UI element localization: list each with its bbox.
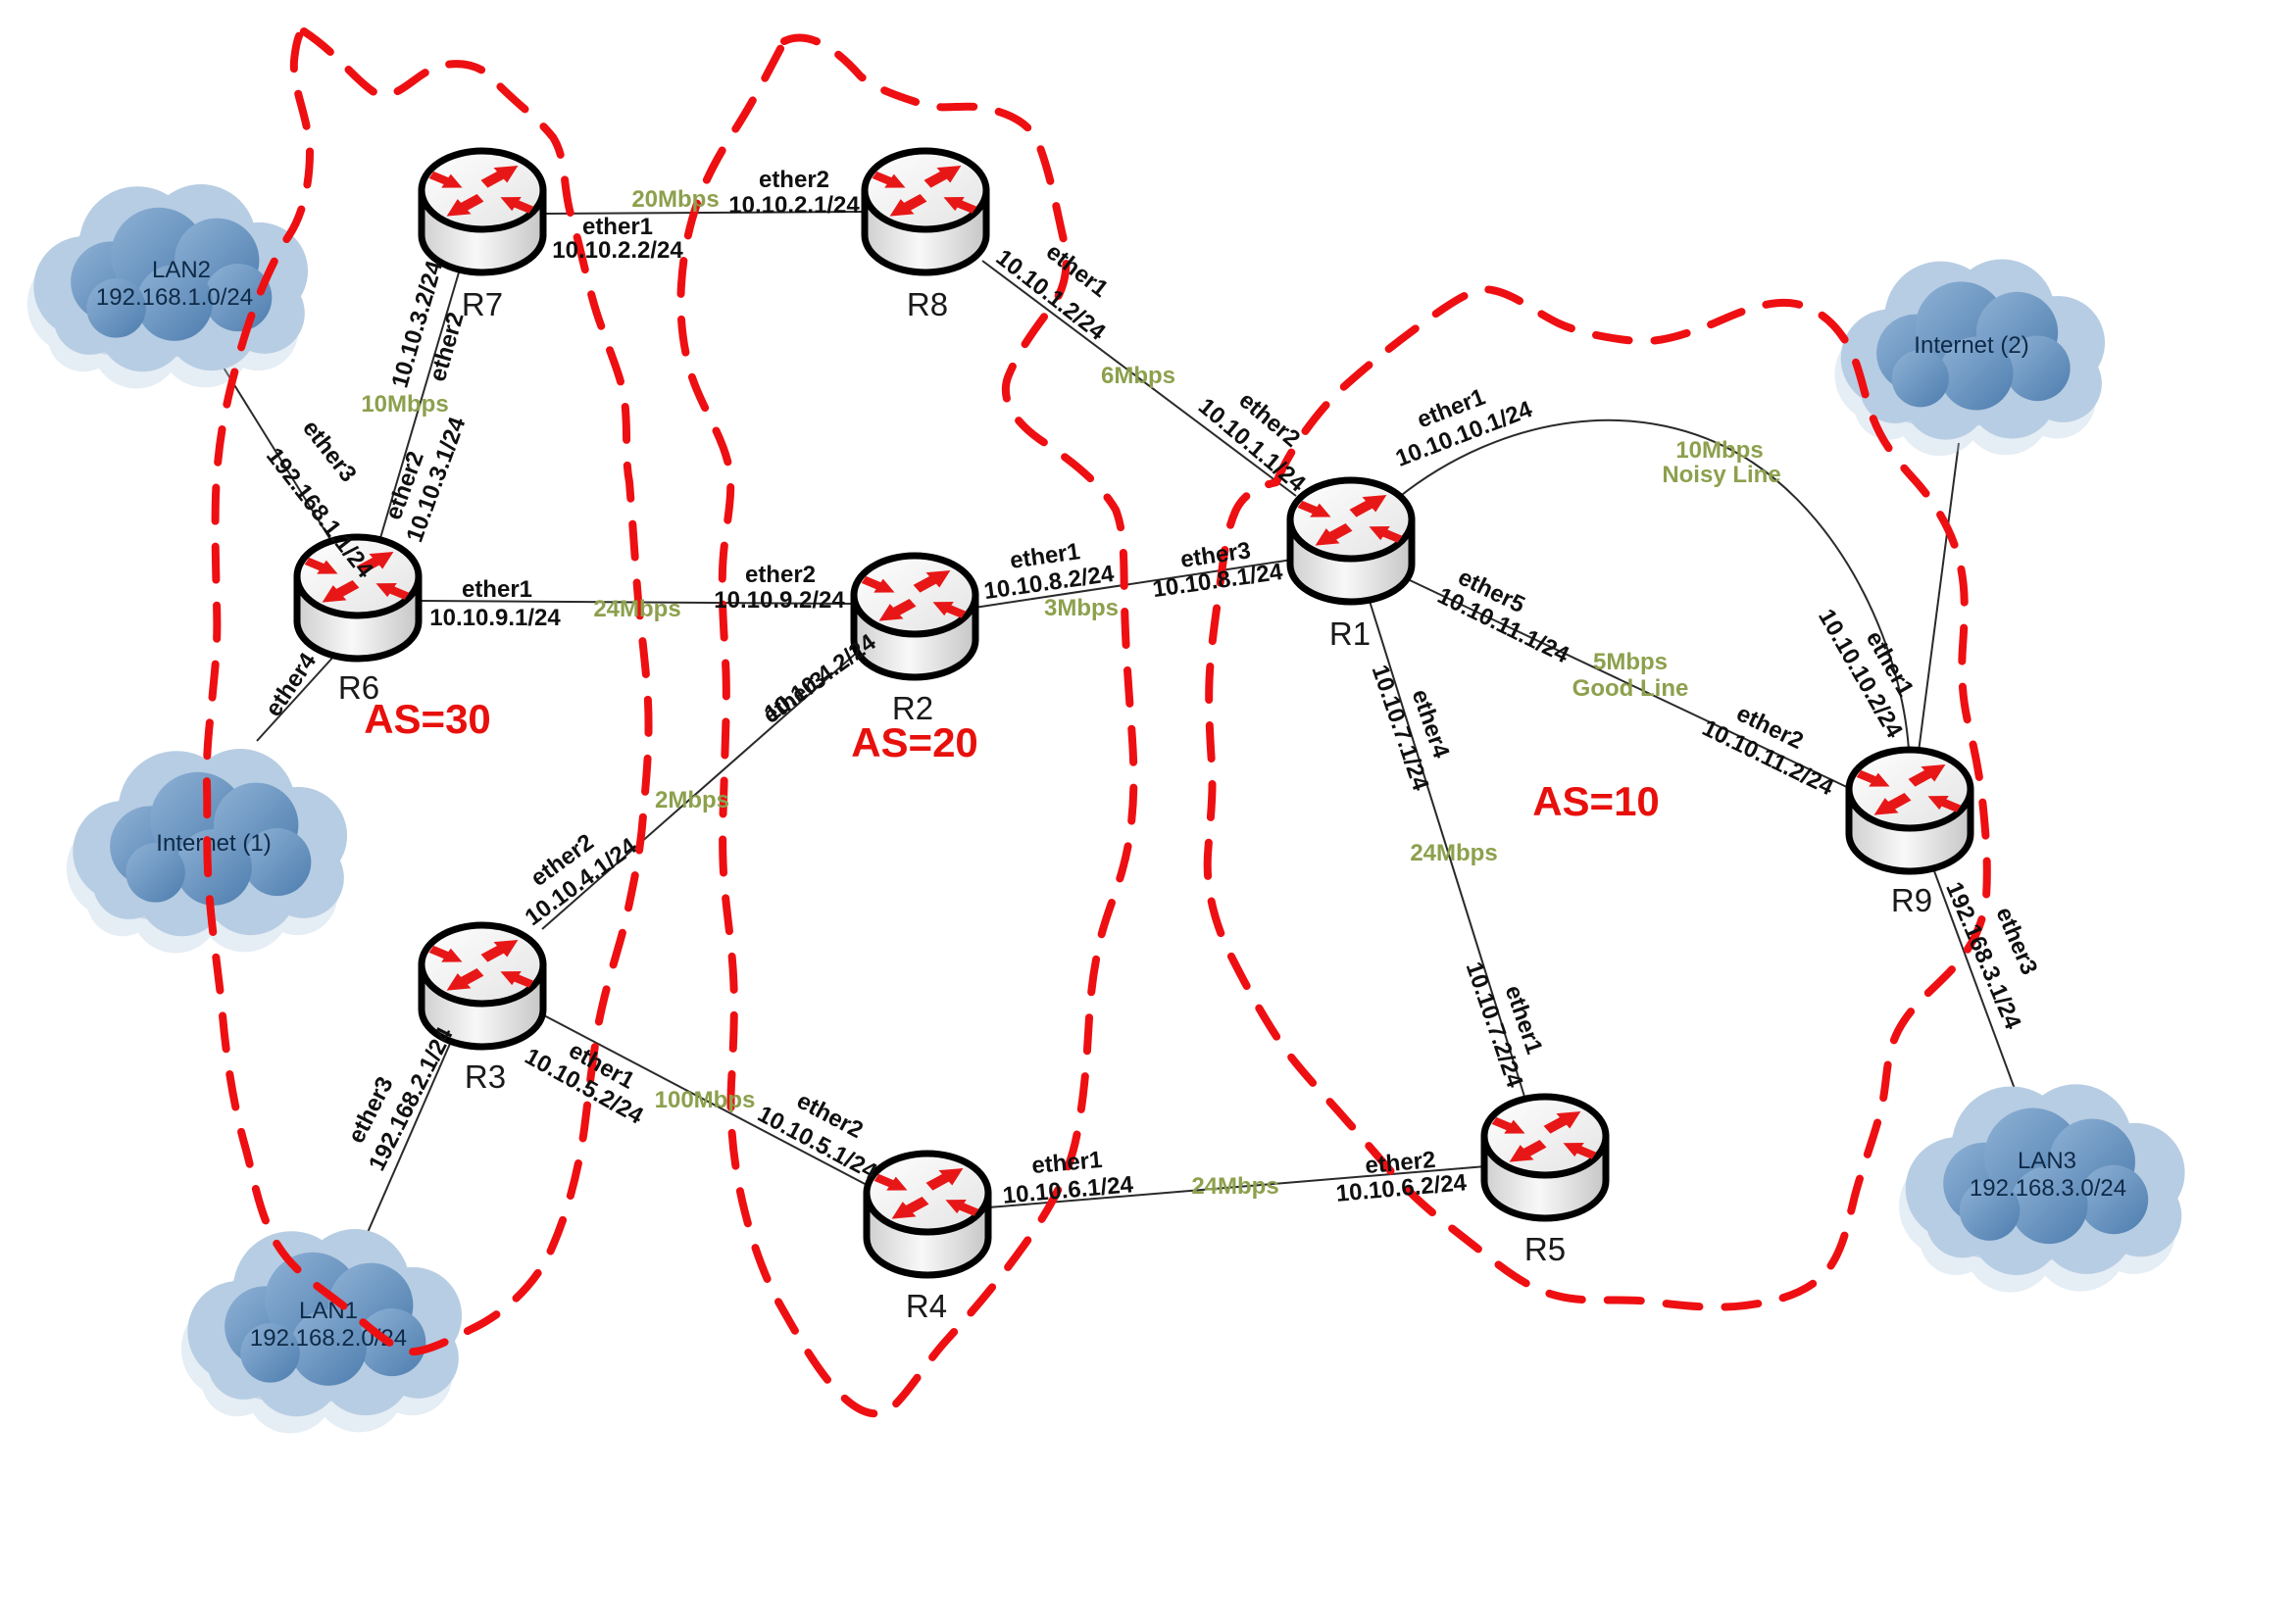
link-r4r5-b-ip-label: 10.10.6.2/24 <box>1335 1169 1469 1207</box>
cloud-internet1-name: Internet (1) <box>156 830 271 857</box>
cloud-internet2: Internet (2) <box>1834 260 2105 457</box>
link-r7r8-bandwidth-label: 20Mbps <box>631 186 719 213</box>
cloud-lan1-name: LAN1 <box>299 1298 358 1324</box>
routers-layer: R7 R8 R6 R2 R1 R9 R3 R4 R5 <box>297 151 1971 1324</box>
cloud-lan2-subnet: 192.168.1.0/24 <box>96 284 253 311</box>
router-r4-label: R4 <box>906 1288 947 1324</box>
link-inet1r6-iface-label: ether4 <box>260 648 322 721</box>
link-r4r5-a-iface-label: ether1 <box>1030 1147 1103 1179</box>
link-noisy-note-label: Noisy Line <box>1662 462 1780 488</box>
router-r8: R8 <box>865 151 986 322</box>
link-r1-r5 <box>1368 597 1526 1101</box>
link-inet1-r6 <box>256 654 336 742</box>
as-labels-layer: AS=30 AS=20 AS=10 <box>364 696 1660 824</box>
cloud-internet2-name: Internet (2) <box>1914 332 2028 359</box>
link-r4r5-b-iface-label: ether2 <box>1364 1147 1436 1179</box>
link-r7r8-a-ip-label: 10.10.2.2/24 <box>552 237 683 264</box>
cloud-lan3-name: LAN3 <box>2018 1148 2076 1174</box>
link-r2-r3 <box>541 650 860 930</box>
link-r7-r8 <box>543 211 867 215</box>
link-r6r2-b-ip-label: 10.10.9.2/24 <box>714 587 845 614</box>
router-r7: R7 <box>422 151 543 322</box>
router-r1: R1 <box>1290 480 1412 652</box>
link-r7r8-a-iface-label: ether1 <box>582 214 653 240</box>
link-noisy-bandwidth-label: 10Mbps <box>1675 437 1763 464</box>
as30-boundary <box>202 26 653 1356</box>
link-lan2-r6 <box>223 367 332 542</box>
link-r4r5-a-ip-label: 10.10.6.1/24 <box>1002 1171 1135 1209</box>
router-r1-label: R1 <box>1329 615 1371 652</box>
router-r5-label: R5 <box>1524 1231 1566 1267</box>
as10-boundary <box>1203 285 1991 1311</box>
cloud-lan2: LAN2 192.168.1.0/24 <box>27 184 308 388</box>
link-good-note-label: Good Line <box>1572 675 1689 702</box>
router-r5: R5 <box>1484 1097 1606 1267</box>
router-r3-label: R3 <box>465 1058 506 1095</box>
cloud-lan3-subnet: 192.168.3.0/24 <box>1970 1175 2126 1202</box>
as20-label: AS=20 <box>851 719 978 765</box>
router-r6-label: R6 <box>338 669 379 706</box>
as30-label: AS=30 <box>364 696 491 742</box>
as10-label: AS=10 <box>1532 778 1660 824</box>
router-r9: R9 <box>1849 750 1971 918</box>
link-r3-r4 <box>541 1013 870 1187</box>
router-r6: R6 <box>297 537 419 706</box>
router-r9-label: R9 <box>1891 882 1932 918</box>
link-labels-layer: ether1 10.10.2.2/24 20Mbps ether2 10.10.… <box>260 167 2042 1209</box>
link-r9-lan3 <box>1932 867 2022 1108</box>
link-r1r5-bandwidth-label: 24Mbps <box>1410 840 1497 866</box>
link-r4-r5 <box>987 1165 1487 1208</box>
link-r3-lan1 <box>365 1036 454 1238</box>
link-r7r8-b-iface-label: ether2 <box>759 167 829 193</box>
link-good-bandwidth-label: 5Mbps <box>1593 649 1668 675</box>
link-r6r2-a-ip-label: 10.10.9.1/24 <box>429 605 561 631</box>
link-r4r5-bandwidth-label: 24Mbps <box>1191 1173 1278 1200</box>
link-r8r1-bandwidth-label: 6Mbps <box>1101 363 1175 389</box>
link-r1-r9-noisy <box>1397 418 1910 751</box>
link-r2-r1 <box>973 559 1293 609</box>
link-r7r8-b-ip-label: 10.10.2.1/24 <box>728 192 860 219</box>
as20-boundary <box>676 33 1138 1418</box>
router-r8-label: R8 <box>907 286 948 322</box>
as-boundaries-layer <box>202 26 1991 1418</box>
cloud-lan1: LAN1 192.168.2.0/24 <box>181 1229 462 1433</box>
router-r4: R4 <box>867 1154 988 1324</box>
link-r3r4-bandwidth-label: 100Mbps <box>655 1087 756 1113</box>
link-r7r6-bandwidth-label: 10Mbps <box>361 391 448 418</box>
link-inet2-r9 <box>1915 442 1960 775</box>
router-r3: R3 <box>422 925 543 1095</box>
link-r1-r9-good <box>1409 579 1852 790</box>
link-r2r1-bandwidth-label: 3Mbps <box>1044 595 1119 621</box>
link-r6r2-a-iface-label: ether1 <box>462 576 532 603</box>
link-r6r2-b-iface-label: ether2 <box>745 562 816 588</box>
cloud-lan2-name: LAN2 <box>152 257 211 283</box>
cloud-lan3: LAN3 192.168.3.0/24 <box>1899 1084 2185 1292</box>
link-r6r2-bandwidth-label: 24Mbps <box>593 596 680 622</box>
cloud-internet1: Internet (1) <box>67 749 347 953</box>
link-r8-r1 <box>981 260 1297 497</box>
router-r2-label: R2 <box>892 690 933 726</box>
link-r2r3-bandwidth-label: 2Mbps <box>655 787 729 813</box>
router-r2: R2 <box>854 556 975 726</box>
router-r7-label: R7 <box>462 286 503 322</box>
link-r7-r6 <box>379 271 460 539</box>
